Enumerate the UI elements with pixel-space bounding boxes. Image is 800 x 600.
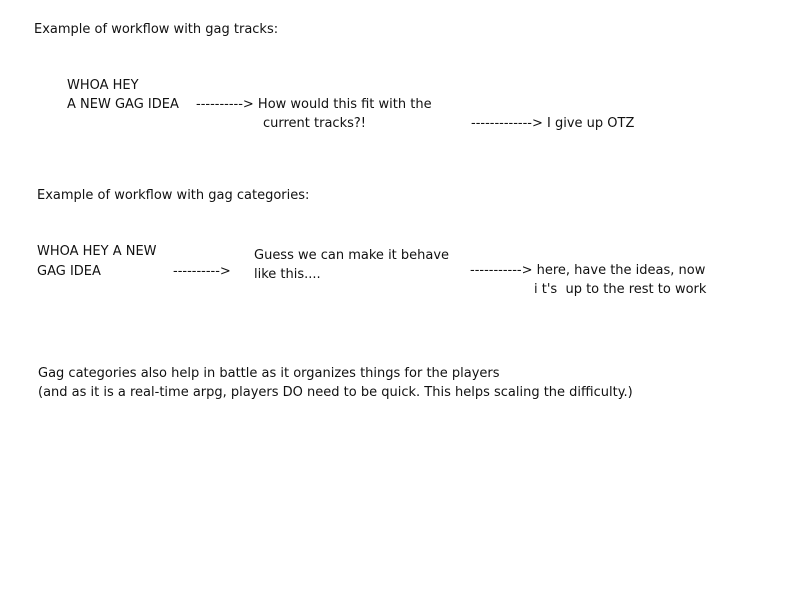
tracks-arrow-giveup: -------------> I give up OTZ [471,116,635,131]
note-line1: Gag categories also help in battle as it… [38,366,500,381]
categories-arrow2-line1: -----------> here, have the ideas, now [470,263,706,278]
categories-arrow2-line2: i t's up to the rest to work [534,282,707,297]
categories-idea-line2: GAG IDEA [37,264,101,279]
tracks-heading: Example of workflow with gag tracks: [34,22,279,37]
tracks-idea-line2: A NEW GAG IDEA [67,97,179,112]
categories-arrow1: ----------> [173,264,231,279]
tracks-idea-line1: WHOA HEY [67,78,139,93]
categories-idea-line1: WHOA HEY A NEW [37,244,157,259]
tracks-arrow-question-line2: current tracks?! [263,116,366,131]
categories-middle-line1: Guess we can make it behave [254,248,450,263]
tracks-arrow-question: ----------> How would this fit with the [196,97,432,112]
note-line2: (and as it is a real-time arpg, players … [38,385,633,400]
categories-heading: Example of workflow with gag categories: [37,188,310,203]
categories-middle-line2: like this.... [254,267,321,282]
